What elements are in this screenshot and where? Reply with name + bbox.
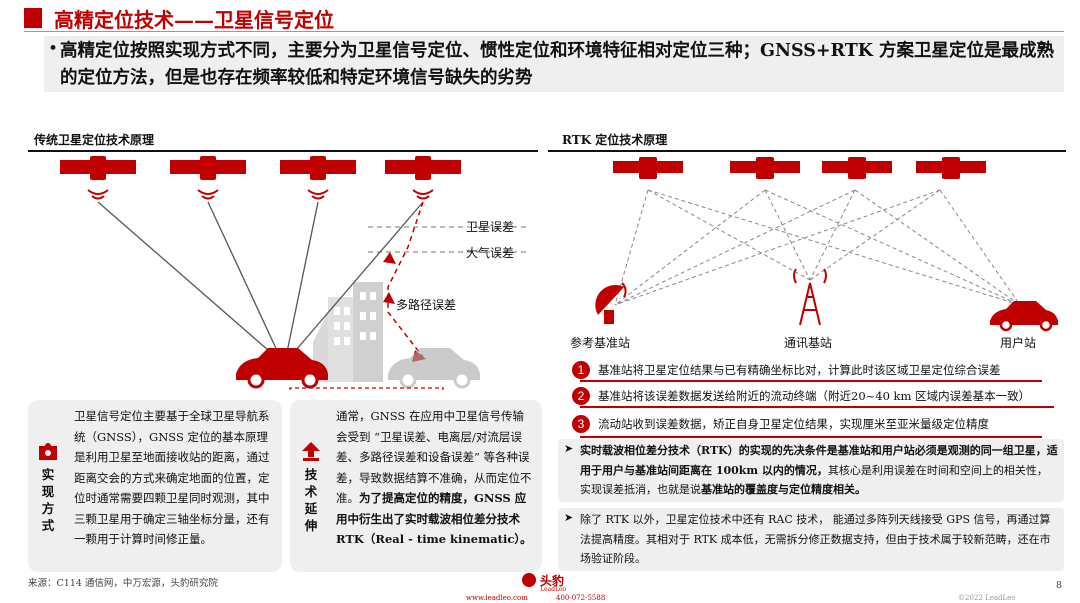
multipath-error-label: 多路径误差 [396,298,457,312]
title-divider [24,31,1064,32]
satellite-icon [280,156,356,200]
right-section-title: RTK 定位技术原理 [562,133,668,147]
atmospheric-error-label: 大气误差 [466,246,515,260]
building-icon [313,282,383,382]
extension-text: 通常，GNSS 在应用中卫星信号传输会受到 “卫星误差、电离层/对流层误差、多路… [336,406,532,550]
summary-panel [44,36,1064,92]
step-number: 1 [572,361,590,379]
step-text: 基准站将卫星定位结果与已有精确坐标比对，计算此时该区域卫星定位综合误差 [598,363,1001,377]
reference-station-label: 参考基准站 [570,336,631,350]
method-box [28,400,282,572]
tower-icon [793,268,827,326]
summary-text: 高精定位按照实现方式不同，主要分为卫星信号定位、惯性定位和环境特征相对定位三种；… [60,41,1055,88]
step-underline [580,380,1042,382]
arrow-bullet-icon: ➤ [564,511,574,524]
page-number: 8 [1056,580,1063,591]
brand-name: 头豹 [540,574,565,588]
satellite-icon [170,156,246,200]
phone: 400-072-5588 [556,594,606,602]
satellite-error-label: 卫星误差 [466,220,515,234]
satellite-dish-icon [595,282,627,324]
website[interactable]: www.leadleo.com [466,594,528,602]
left-section-title: 传统卫星定位技术原理 [34,133,155,147]
satellite-icon [916,157,986,179]
method-text: 卫星信号定位主要基于全球卫星导航系统（GNSS），GNSS 定位的基本原理是利用… [74,409,270,546]
satellite-icon [613,157,683,179]
step-number: 3 [572,415,590,433]
extension-box [290,400,542,572]
copyright: ©2022 LeadLeo [958,594,1016,602]
rac-note-box [558,508,1064,571]
upload-arrow-icon [302,442,320,461]
rtk-note-bold: 实时载波相位差分技术（RTK）的实现的先决条件是基准站和用户站必须是观测的同一组… [580,444,1058,477]
user-station-label: 用户站 [1000,336,1037,350]
satellite-icon [822,157,892,179]
rtk-note-tail: 基准站的覆盖度与定位精度相关。 [701,483,866,496]
rac-note-text: 除了 RTK 以外，卫星定位技术中还有 RAC 技术， 能通过多阵列天线接受 G… [580,513,1051,565]
method-heading: 实现方式 [41,467,55,533]
right-section-rule [548,150,1066,152]
bullet-icon: • [48,39,59,59]
satellite-icon [730,157,800,179]
car-ghost-icon [388,348,480,389]
title-accent-bar [24,8,42,28]
arrow-bullet-icon: ➤ [564,442,574,455]
traditional-gnss-diagram [60,156,528,390]
car-icon [236,348,328,389]
step-text: 流动站收到误差数据，矫正自身卫星定位结果，实现厘米至亚米量级定位精度 [598,417,989,431]
satellite-icon [60,156,136,200]
brand-sub: LeadLeo [540,586,567,593]
communication-station-label: 通讯基站 [784,336,833,350]
satellite-icon [385,156,461,200]
step-underline [580,406,1054,408]
left-section-rule [28,150,538,152]
step-text: 基准站将该误差数据发送给附近的流动终端（附近20~40 km 区域内误差基本一致… [598,389,1031,403]
rtk-diagram [595,157,1058,332]
car-icon [990,301,1058,332]
step-number: 2 [572,387,590,405]
page-title: 高精定位技术——卫星信号定位 [54,8,334,32]
puzzle-icon [39,443,57,460]
extension-text-bold: 为了提高定位的精度，GNSS 应用中衍生出了实时载波相位差分技术 RTK（Rea… [336,491,532,546]
rtk-note-box [558,439,1064,502]
logo-icon [522,573,536,587]
multipath-path [387,201,424,358]
extension-text-normal: 通常，GNSS 在应用中卫星信号传输会受到 “卫星误差、电离层/对流层误差、多路… [336,409,532,505]
step-underline [580,436,1042,438]
rtk-note-normal: 其核心是利用误差在时间和空间上的相关性，实现误差抵消，也就是说 [580,463,1048,497]
rtk-note-text: 实时载波相位差分技术（RTK）的实现的先决条件是基准站和用户站必须是观测的同一组… [580,441,1058,500]
source-text: 来源：C114 通信网，中万宏源，头豹研究院 [28,578,218,589]
extension-heading: 技术延伸 [304,467,318,533]
